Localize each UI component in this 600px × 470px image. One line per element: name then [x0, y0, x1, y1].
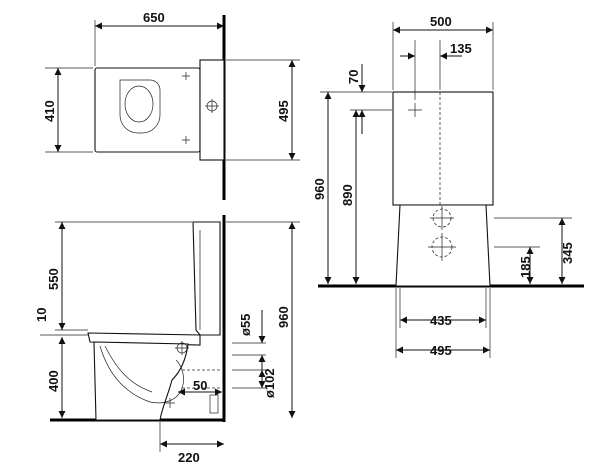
dim-top-depth: 410 [42, 100, 57, 122]
dim-front-total-height: 960 [312, 178, 327, 200]
dim-outlet-offset: 50 [193, 378, 207, 393]
dim-seat-height: 400 [46, 370, 61, 392]
dim-base-width: 435 [430, 313, 452, 328]
dim-lower-inlet: 185 [518, 256, 533, 278]
outlet-circle-top [206, 100, 218, 112]
front-view: 500 135 70 960 890 345 185 435 [312, 14, 584, 358]
bowl-outline-top [94, 67, 201, 153]
side-view: 550 10 400 960 ø55 ø102 50 220 [34, 215, 300, 465]
dim-side-total-height: 960 [276, 306, 291, 328]
dim-inlet-height: 890 [340, 184, 355, 206]
dim-tank-width: 500 [430, 14, 452, 29]
outlet-pipe-hidden [182, 369, 222, 389]
dim-pipe-diameter: ø102 [262, 368, 277, 398]
dim-outlet-diameter: ø55 [238, 314, 253, 336]
dim-inlet-top: 70 [346, 70, 361, 84]
dim-gap: 10 [34, 308, 49, 322]
seat-outline-top [119, 79, 161, 134]
dim-tank-height: 550 [46, 268, 61, 290]
inlet-cross-front [408, 103, 422, 117]
dim-foot-width: 495 [430, 343, 452, 358]
bowl-side [93, 341, 189, 421]
dim-top-depth-tank: 495 [276, 100, 291, 122]
fixing-cross-top [182, 72, 190, 144]
dim-top-width: 650 [143, 10, 165, 25]
trap-path-side [99, 345, 184, 404]
top-view: 650 410 495 [42, 10, 300, 200]
bowl-front [395, 204, 491, 287]
bowl-opening-top [124, 85, 154, 123]
dim-lower-height: 345 [560, 242, 575, 264]
dim-inlet-offset: 135 [450, 41, 472, 56]
tank-front [392, 91, 494, 206]
tank-side [192, 221, 221, 336]
dim-outlet-wall: 220 [178, 450, 200, 465]
